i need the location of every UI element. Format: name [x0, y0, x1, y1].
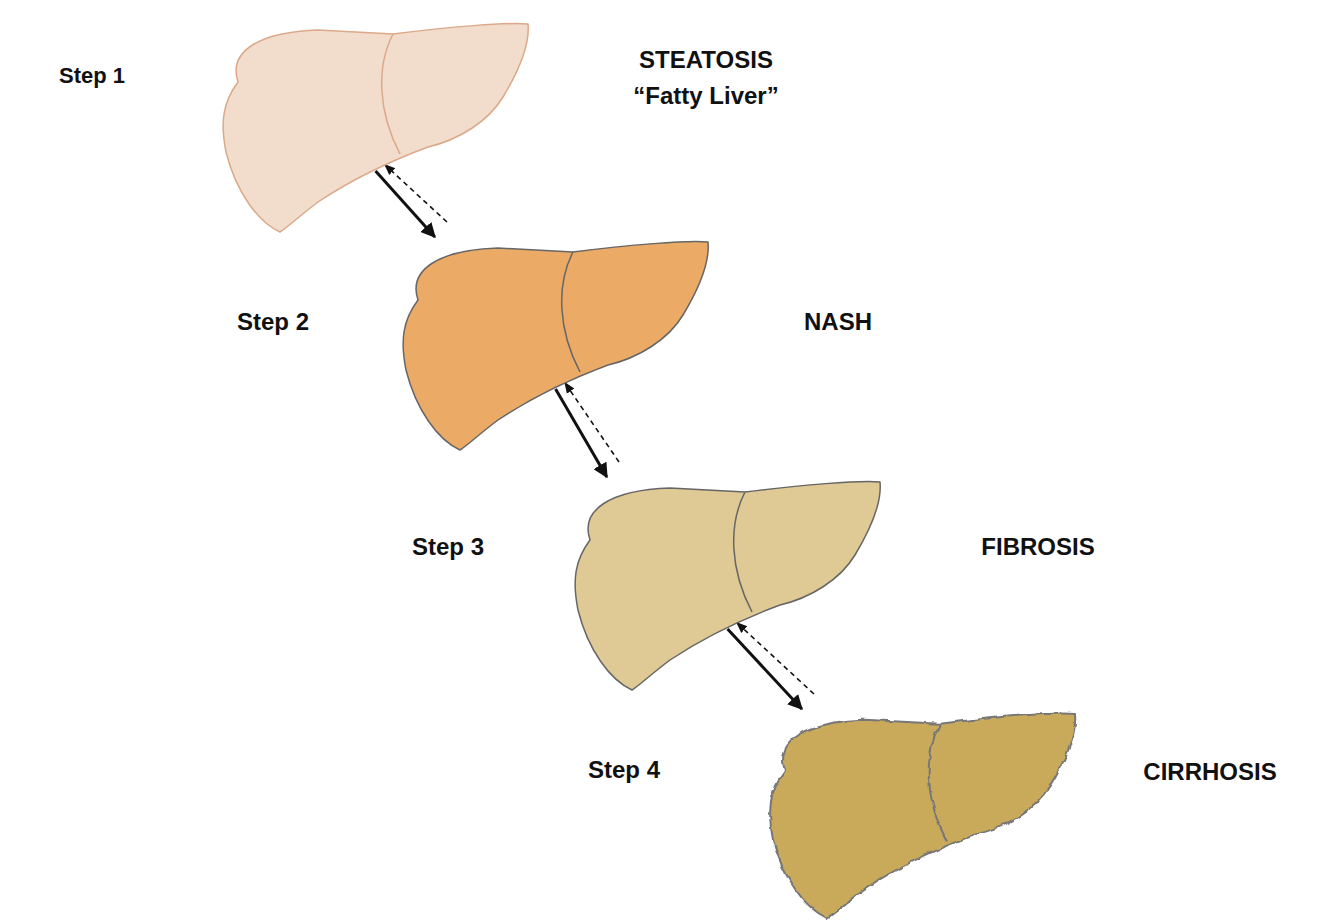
progression-arrow	[376, 171, 435, 237]
liver-illustration	[218, 22, 530, 232]
step-label: Step 1	[59, 63, 125, 88]
liver-illustration	[570, 480, 882, 690]
stage-name: FIBROSIS	[981, 533, 1094, 561]
stage-name: NASH	[804, 308, 872, 336]
step-label: Step 3	[412, 533, 484, 561]
progression-arrow	[728, 629, 802, 709]
liver-lobe-line	[562, 252, 580, 372]
liver-body	[223, 24, 528, 232]
liver-illustration	[398, 240, 710, 450]
step-label: Step 2	[237, 308, 309, 336]
liver-lobe-line	[382, 34, 400, 154]
liver-body	[575, 482, 880, 690]
liver-body	[770, 714, 1075, 918]
stage-name: CIRRHOSIS	[1143, 758, 1276, 786]
liver-outline	[403, 242, 708, 450]
liver-lobe-line	[734, 492, 752, 612]
liver-stage: Step 2NASH	[398, 240, 710, 450]
regression-arrow	[565, 383, 619, 462]
liver-outline	[575, 482, 880, 690]
liver-outline	[770, 714, 1075, 918]
liver-stage: Step 4CIRRHOSIS	[765, 712, 1077, 918]
liver-outline	[223, 24, 528, 232]
stage-subtitle: “Fatty Liver”	[633, 82, 778, 110]
liver-stage: Step 1STEATOSIS“Fatty Liver”	[218, 22, 530, 232]
progression-arrow	[556, 389, 607, 477]
liver-lobe-line	[929, 724, 947, 842]
stage-name: STEATOSIS	[639, 46, 773, 74]
regression-arrow	[385, 165, 447, 222]
liver-body	[403, 242, 708, 450]
liver-illustration	[765, 712, 1077, 918]
liver-stage: Step 3FIBROSIS	[570, 480, 882, 690]
step-label: Step 4	[588, 756, 660, 784]
regression-arrow	[737, 623, 814, 694]
